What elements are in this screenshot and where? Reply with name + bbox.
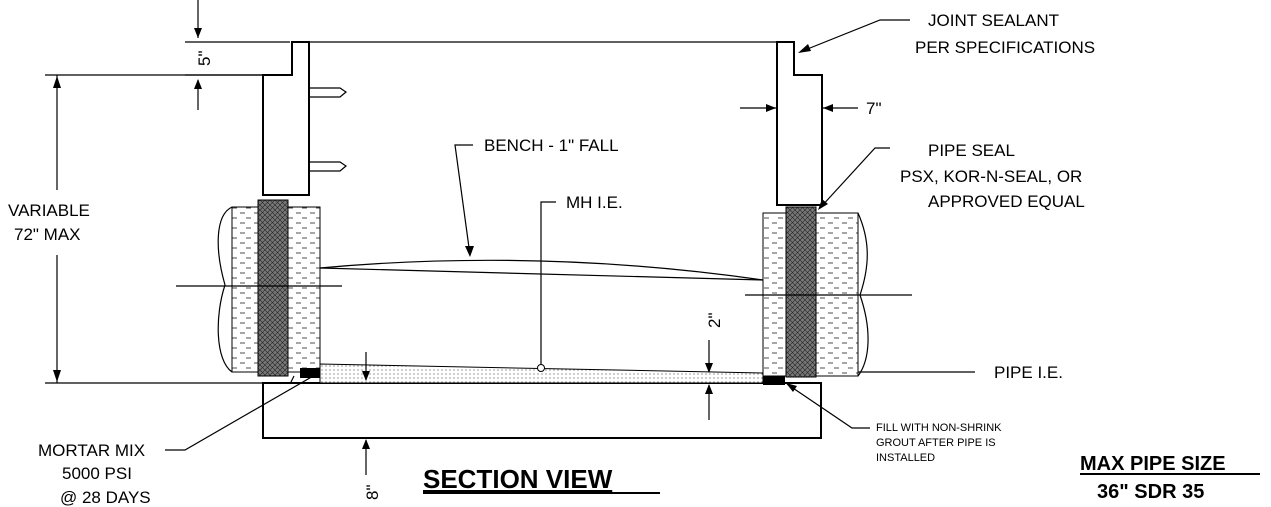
dimensions	[45, 0, 858, 475]
leader-lines	[165, 19, 975, 451]
variable-label-2: 72" MAX	[14, 225, 81, 244]
pipe-spec-label: 36" SDR 35	[1097, 481, 1204, 503]
max-pipe-size-label: MAX PIPE SIZE	[1080, 453, 1226, 475]
joint-sealant-label-2: PER SPECIFICATIONS	[915, 38, 1095, 57]
mortar-label: MORTAR MIX	[38, 441, 145, 460]
mh-ie-label: MH I.E.	[566, 193, 623, 212]
pipe-seal-label: PIPE SEAL	[928, 141, 1015, 160]
left-pipe	[176, 199, 342, 377]
fill-grout-label-2: GROUT AFTER PIPE IS	[876, 437, 996, 449]
right-wall	[776, 41, 823, 206]
right-pipe	[745, 206, 912, 378]
base-slab	[262, 382, 822, 439]
dim-5-label: 5"	[195, 51, 214, 67]
dim-7-label: 7"	[866, 99, 882, 118]
joint-sealant-label: JOINT SEALANT	[928, 11, 1059, 30]
section-view-title: SECTION VIEW	[423, 464, 613, 494]
pipe-seal-label-2: PSX, KOR-N-SEAL, OR	[900, 167, 1082, 186]
fill-grout-label-3: INSTALLED	[876, 452, 935, 464]
left-wall	[262, 41, 310, 196]
manhole-steps	[309, 87, 348, 172]
pipe-ie-label: PIPE I.E.	[994, 363, 1063, 382]
mortar-label-2: 5000 PSI	[62, 464, 132, 483]
variable-label: VARIABLE	[8, 201, 90, 220]
fill-grout-label: FILL WITH NON-SHRINK	[876, 422, 1002, 434]
dim-8-label: 8"	[363, 485, 382, 501]
bench-label: BENCH - 1" FALL	[484, 136, 619, 155]
mortar-label-3: @ 28 DAYS	[60, 488, 151, 507]
dim-2-label: 2"	[705, 313, 724, 329]
pipe-seal-label-3: APPROVED EQUAL	[928, 192, 1085, 211]
